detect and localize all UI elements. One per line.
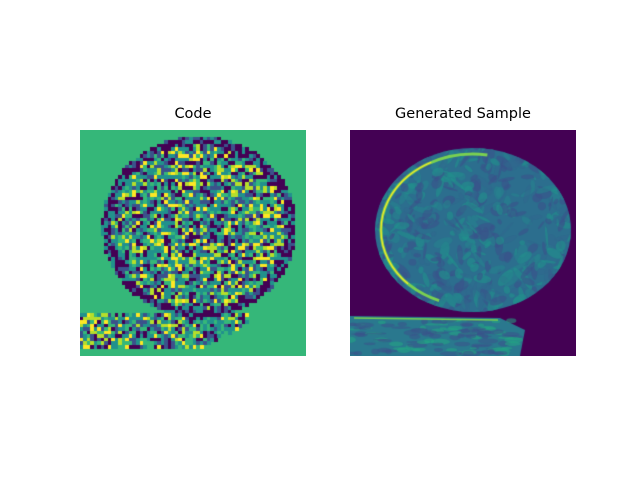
code-heatmap (80, 130, 306, 356)
code-title: Code (174, 106, 212, 122)
generated-sample-title: Generated Sample (395, 106, 531, 122)
generated-sample-heatmap (350, 130, 576, 356)
